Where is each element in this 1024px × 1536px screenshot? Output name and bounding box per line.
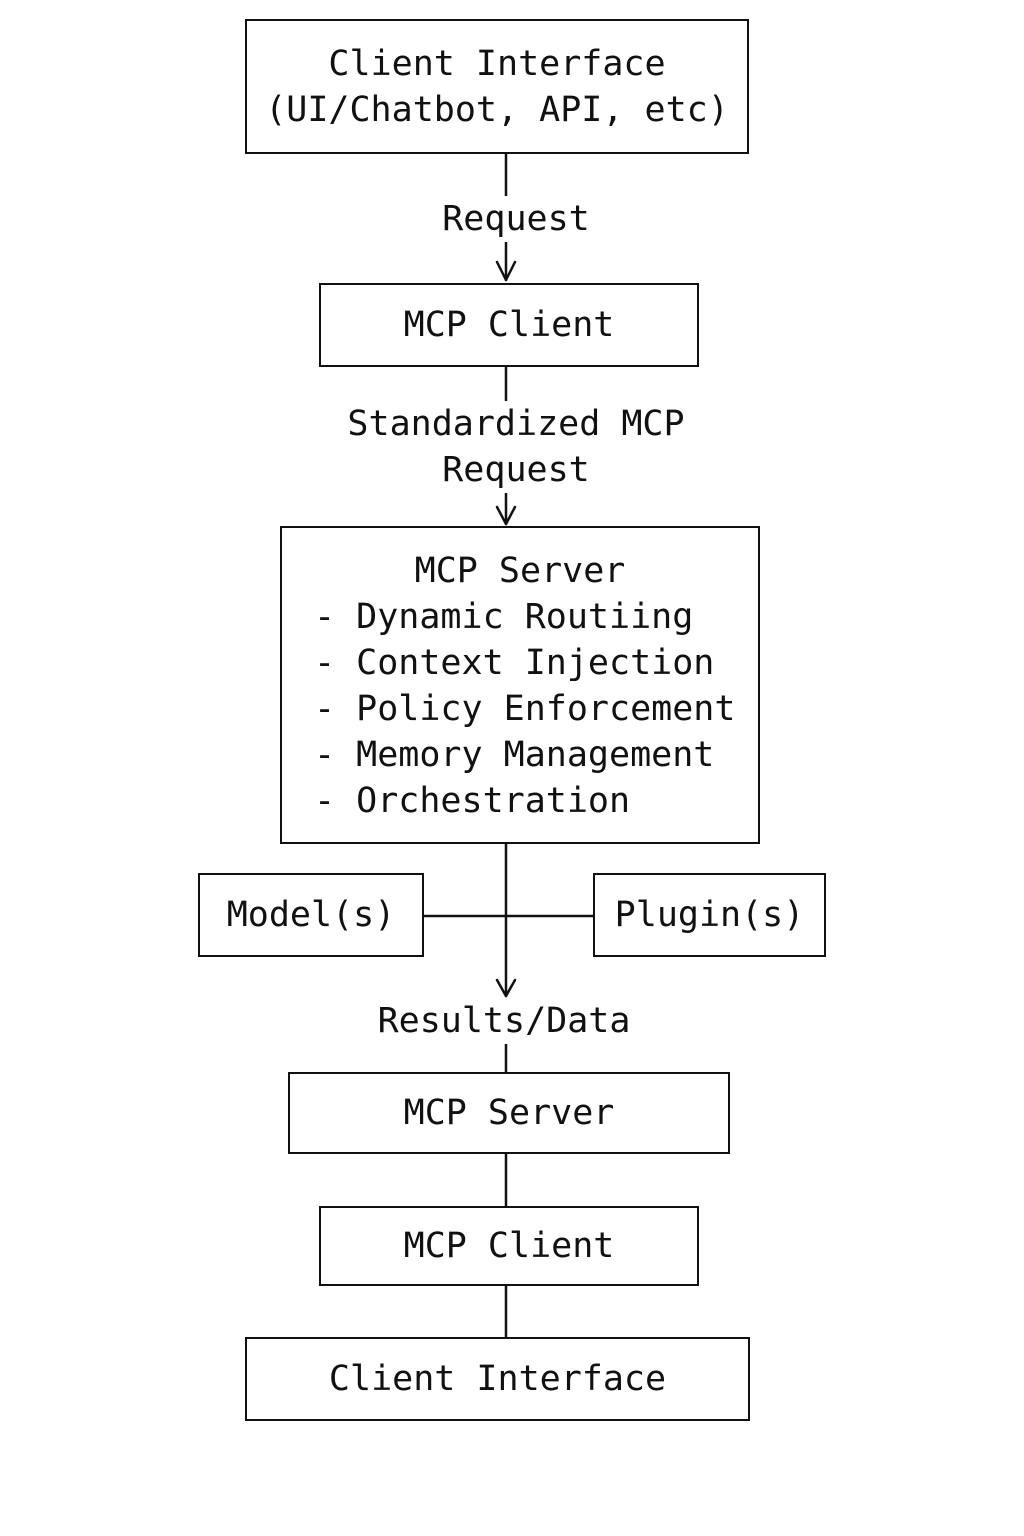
plugins-label: Plugin(s) <box>614 895 805 935</box>
edge-label-results-data: Results/Data <box>354 998 654 1044</box>
client-interface-top-box: Client Interface (UI/Chatbot, API, etc) <box>245 19 749 154</box>
client-interface-subtitle: (UI/Chatbot, API, etc) <box>265 89 729 130</box>
models-label: Model(s) <box>226 895 396 935</box>
mcp-client-bottom-box: MCP Client <box>319 1206 699 1286</box>
client-interface-bottom-label: Client Interface <box>328 1359 667 1399</box>
plugins-box: Plugin(s) <box>593 873 826 957</box>
feature-context-injection: - Context Injection <box>314 643 715 683</box>
mcp-client-top-box: MCP Client <box>319 283 699 367</box>
feature-memory-management: - Memory Management <box>314 735 715 775</box>
feature-dynamic-routing: - Dynamic Routiing <box>314 597 694 637</box>
mcp-client-top-label: MCP Client <box>403 305 615 345</box>
mcp-server-feature-list: - Dynamic Routiing - Context Injection -… <box>282 594 758 824</box>
edge-label-request: Request <box>416 196 616 242</box>
feature-policy-enforcement: - Policy Enforcement <box>314 689 736 729</box>
client-interface-bottom-box: Client Interface <box>245 1337 750 1421</box>
mcp-server-bottom-label: MCP Server <box>403 1093 615 1133</box>
models-box: Model(s) <box>198 873 424 957</box>
edge-label-standardized-line1: Standardized MCP <box>316 401 716 447</box>
mcp-server-main-box: MCP Server - Dynamic Routiing - Context … <box>280 526 760 844</box>
arrowhead-request <box>495 260 517 282</box>
feature-orchestration: - Orchestration <box>314 781 631 821</box>
arrowhead-standardized <box>495 505 517 526</box>
edge-label-standardized-line2: Request <box>431 447 601 493</box>
mcp-client-bottom-label: MCP Client <box>403 1226 615 1266</box>
edge-label-standardized-request: Standardized MCP Request <box>316 401 716 493</box>
mcp-server-main-title: MCP Server <box>414 551 626 591</box>
arrowhead-results <box>495 978 517 998</box>
client-interface-title: Client Interface <box>328 43 666 84</box>
mcp-server-bottom-box: MCP Server <box>288 1072 730 1154</box>
